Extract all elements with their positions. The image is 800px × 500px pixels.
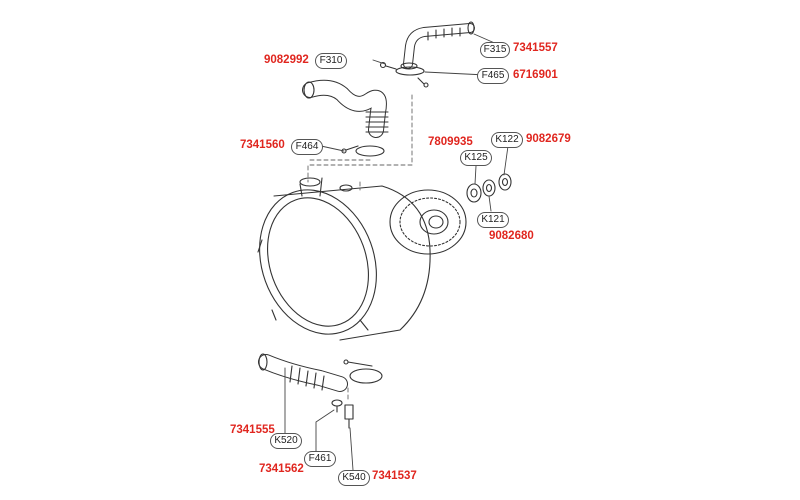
code-tag-f461: F461 [304, 451, 336, 467]
code-tag-k520: K520 [270, 433, 302, 449]
part-number-9082679: 9082679 [526, 133, 571, 145]
sensor-k540-icon [344, 404, 354, 429]
part-number-7341562: 7341562 [259, 463, 304, 475]
bearing-k121-icon [482, 179, 496, 197]
code-tag-k540: K540 [338, 470, 370, 486]
code-tag-f310: F310 [315, 53, 347, 69]
clamp-f464-icon [341, 145, 385, 157]
part-number-7809935: 7809935 [428, 136, 473, 148]
part-number-9082992: 9082992 [264, 54, 309, 66]
seal-k125-icon [466, 183, 482, 203]
code-tag-k125: K125 [460, 150, 492, 166]
part-number-7341557: 7341557 [513, 42, 558, 54]
part-number-7341537: 7341537 [372, 470, 417, 482]
bottom-hose-icon [258, 353, 348, 392]
drain-hose-icon [302, 79, 389, 138]
assembly-guide-lines [307, 94, 413, 401]
clamp-bottom-icon [343, 359, 383, 384]
part-number-7341560: 7341560 [240, 139, 285, 151]
bearing-k122-icon [498, 173, 512, 191]
inlet-hose-icon [400, 21, 475, 70]
code-tag-f464: F464 [291, 139, 323, 155]
part-number-7341555: 7341555 [230, 424, 275, 436]
code-tag-f315: F315 [480, 42, 510, 58]
leader-lines [284, 33, 509, 471]
clamp-f465-icon [379, 61, 429, 88]
tub-icon [257, 177, 431, 341]
code-tag-k122: K122 [491, 132, 523, 148]
code-tag-f465: F465 [477, 68, 509, 84]
sensor-f461-icon [331, 399, 343, 413]
code-tag-k121: K121 [477, 212, 509, 228]
part-number-6716901: 6716901 [513, 69, 558, 81]
bearing-housing-icon [389, 189, 467, 255]
part-number-9082680: 9082680 [489, 230, 534, 242]
